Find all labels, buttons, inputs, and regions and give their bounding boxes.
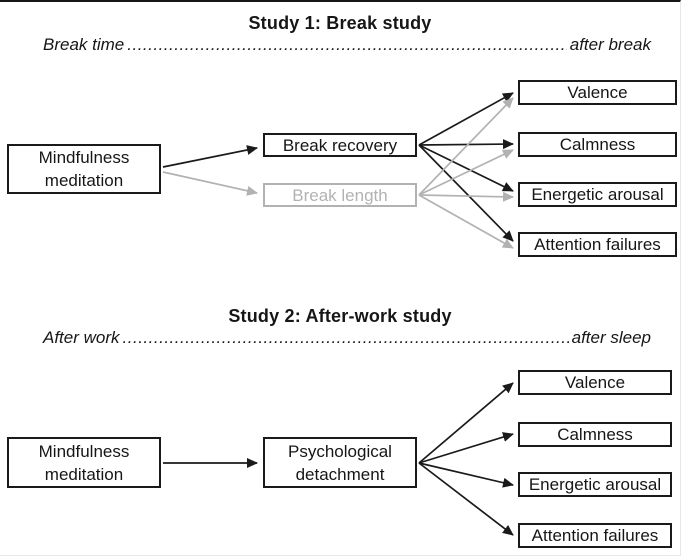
node-s1-break-length: Break length (263, 183, 417, 207)
node-s2-psychological-detachment: Psychological detachment (263, 437, 417, 488)
arrow-s2-detachment-to-calmness (418, 432, 514, 464)
node-s2-calmness: Calmness (518, 422, 672, 447)
node-s2-energetic-arousal: Energetic arousal (518, 472, 672, 497)
node-s2-attention-failures: Attention failures (518, 523, 672, 548)
arrow-s2-detachment-to-valence (418, 382, 514, 464)
arrow-s1-recovery-to-energetic-arousal (418, 144, 514, 192)
node-s1-valence: Valence (518, 80, 677, 105)
node-s2-valence: Valence (518, 370, 672, 395)
arrow-s1-recovery-to-calmness (418, 139, 514, 150)
study2-title: Study 2: After-work study (228, 306, 452, 326)
study1-title: Study 1: Break study (248, 13, 432, 33)
study1-timeline: Break time .............................… (43, 35, 651, 55)
study1-timeline-start: Break time (43, 35, 125, 54)
study2-timeline-dots: ........................................… (122, 328, 569, 347)
node-s1-calmness: Calmness (518, 132, 677, 157)
node-s1-break-recovery: Break recovery (263, 133, 417, 157)
node-s1-attention-failures: Attention failures (518, 232, 677, 257)
study2-timeline: After work .............................… (43, 328, 651, 348)
arrow-s1-length-to-valence (418, 97, 514, 196)
arrow-s1-length-to-calmness (418, 149, 514, 196)
arrow-s1-length-to-attention-failures (418, 194, 514, 249)
study2-timeline-end: after sleep (571, 328, 651, 347)
arrow-s1-length-to-energetic-arousal (418, 191, 514, 202)
study1-timeline-end: after break (569, 35, 651, 54)
arrow-s2-detachment-to-energetic-arousal (418, 462, 514, 488)
arrow-s1-meditation-to-break-length (162, 171, 258, 196)
node-s2-mindfulness-meditation: Mindfulness meditation (7, 437, 161, 488)
arrow-s1-meditation-to-break-recovery (162, 145, 258, 168)
arrow-s2-detachment-to-attention-failures (418, 462, 514, 536)
node-s1-mindfulness-meditation: Mindfulness meditation (7, 144, 161, 194)
arrow-s1-recovery-to-valence (418, 92, 514, 146)
study2-timeline-start: After work (43, 328, 120, 347)
arrow-s1-recovery-to-attention-failures (418, 144, 514, 242)
study1-timeline-dots: ........................................… (127, 35, 567, 54)
node-s1-energetic-arousal: Energetic arousal (518, 182, 677, 207)
